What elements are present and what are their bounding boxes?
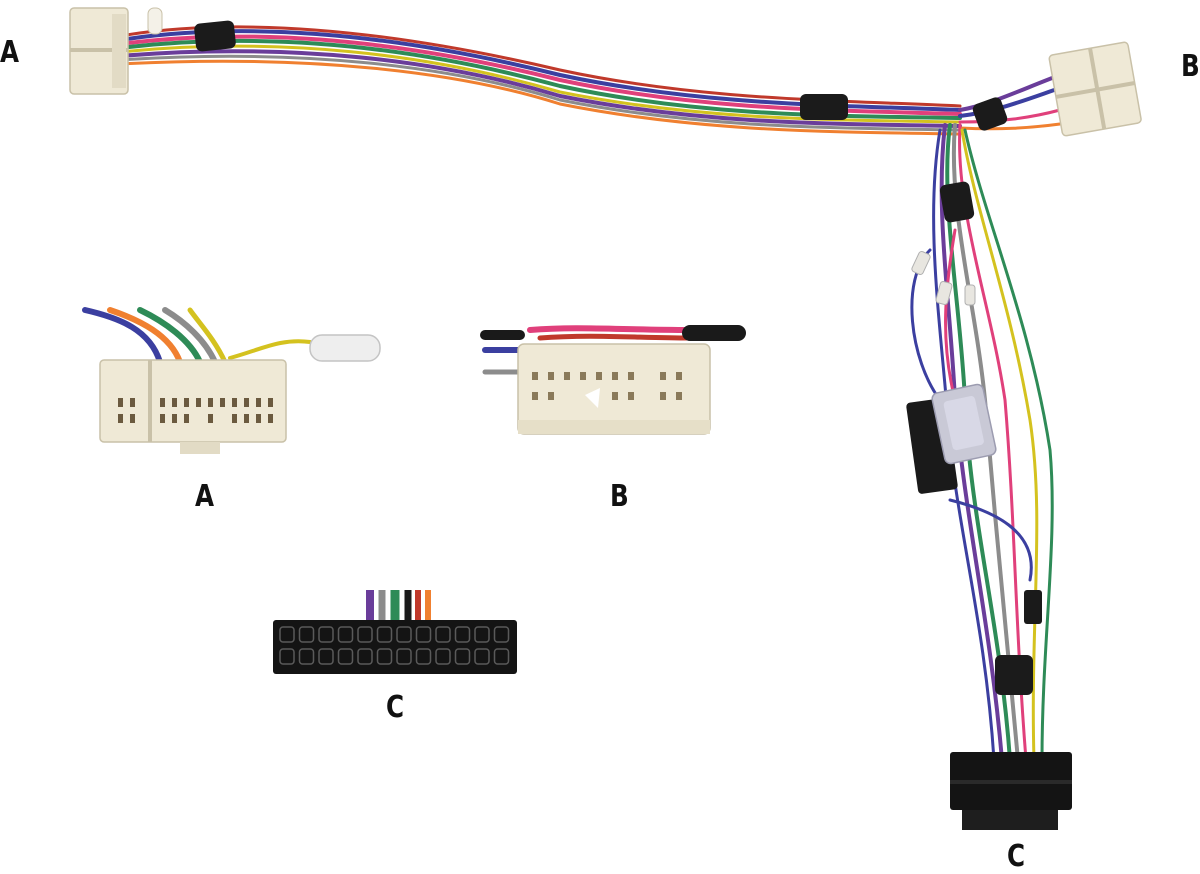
connector-c-pin <box>337 626 354 643</box>
detail-connector-b <box>480 325 746 435</box>
detail-connector-a <box>82 307 381 454</box>
label-connector-b: B <box>1181 49 1200 84</box>
label-connector-a: A <box>0 35 20 70</box>
connector-b-top <box>1048 41 1142 137</box>
connector-c-pin <box>279 626 295 643</box>
fuse-holder <box>906 383 997 494</box>
connector-c-pin <box>396 626 412 643</box>
connector-c-pin <box>493 648 510 665</box>
connector-c-pin <box>337 648 354 665</box>
connector-c-pin <box>357 626 373 643</box>
connector-c-pin <box>376 648 393 665</box>
connector-c-pin <box>376 626 393 643</box>
connector-c-pin <box>454 648 471 665</box>
tape-wraps <box>194 20 1033 695</box>
connector-c-pin <box>298 648 315 665</box>
connector-c-pin <box>298 626 315 643</box>
connector-c-pin <box>318 626 334 643</box>
connector-c-pin <box>415 626 432 643</box>
connector-c-pin <box>318 648 334 665</box>
connector-a-top <box>69 7 163 95</box>
connector-c-pin <box>435 648 451 665</box>
connector-c-pin <box>454 626 471 643</box>
inline-connector <box>1024 590 1042 624</box>
connector-c-pin <box>474 626 490 643</box>
caption-detail-c: C <box>386 690 405 725</box>
connector-c-pin <box>435 626 451 643</box>
detail-connector-c <box>273 590 517 674</box>
spade-terminals <box>911 250 976 306</box>
caption-detail-a: A <box>195 479 215 514</box>
connector-c-pin <box>415 648 432 665</box>
connector-c-pin <box>474 648 490 665</box>
connector-c-bottom <box>950 752 1072 830</box>
connector-c-pin <box>493 626 510 643</box>
caption-detail-b: B <box>610 479 629 514</box>
connector-c-pin <box>279 648 295 665</box>
connector-c-pin <box>357 648 373 665</box>
connector-c-pin <box>396 648 412 665</box>
label-connector-c: C <box>1007 839 1026 874</box>
